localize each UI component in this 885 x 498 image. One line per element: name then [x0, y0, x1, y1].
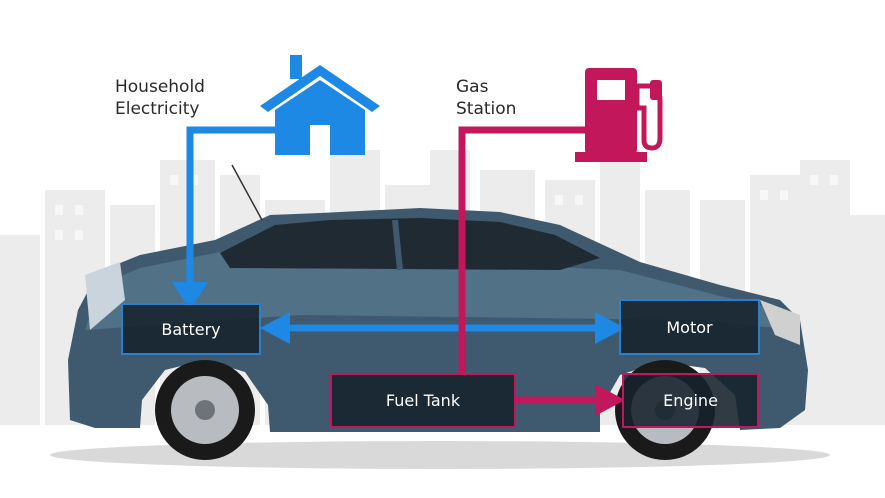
- car: [68, 164, 808, 460]
- fuel-tank-box: Fuel Tank: [330, 373, 516, 428]
- gas-pump-icon: [575, 68, 663, 162]
- gas-station-label: Gas Station: [456, 76, 516, 120]
- electric-flow: [172, 126, 625, 344]
- fuel-tank-label: Fuel Tank: [385, 391, 461, 410]
- skyline-windows: [55, 175, 838, 240]
- motor-box: Motor: [619, 299, 760, 355]
- motor-right-arrowhead: [595, 312, 625, 344]
- battery-arrowhead: [172, 282, 208, 310]
- car-antenna: [231, 164, 263, 221]
- gas-label-line2: Station: [456, 99, 517, 119]
- gas-to-fuel-tank-line: [458, 126, 585, 375]
- car-window: [220, 218, 600, 270]
- window-pillar: [392, 219, 403, 271]
- battery-left-arrowhead: [260, 312, 290, 344]
- household-electricity-label: Household Electricity: [115, 76, 205, 120]
- motor-label: Motor: [666, 317, 713, 337]
- car-shadow: [50, 441, 830, 469]
- fuel-flow: [458, 126, 625, 416]
- engine-box: Engine: [622, 373, 759, 428]
- headlight: [85, 262, 125, 330]
- house-icon: [260, 55, 380, 155]
- battery-box: Battery: [121, 303, 261, 355]
- household-label-line2: Electricity: [115, 99, 200, 119]
- taillight: [760, 300, 800, 345]
- household-to-battery-line: [186, 126, 275, 290]
- front-wheel: [155, 360, 255, 460]
- engine-label: Engine: [663, 391, 718, 410]
- household-label-line1: Household: [115, 77, 205, 97]
- engine-arrowhead: [595, 384, 625, 416]
- battery-label: Battery: [161, 319, 221, 339]
- gas-label-line1: Gas: [456, 77, 489, 97]
- car-body-highlight: [85, 252, 795, 330]
